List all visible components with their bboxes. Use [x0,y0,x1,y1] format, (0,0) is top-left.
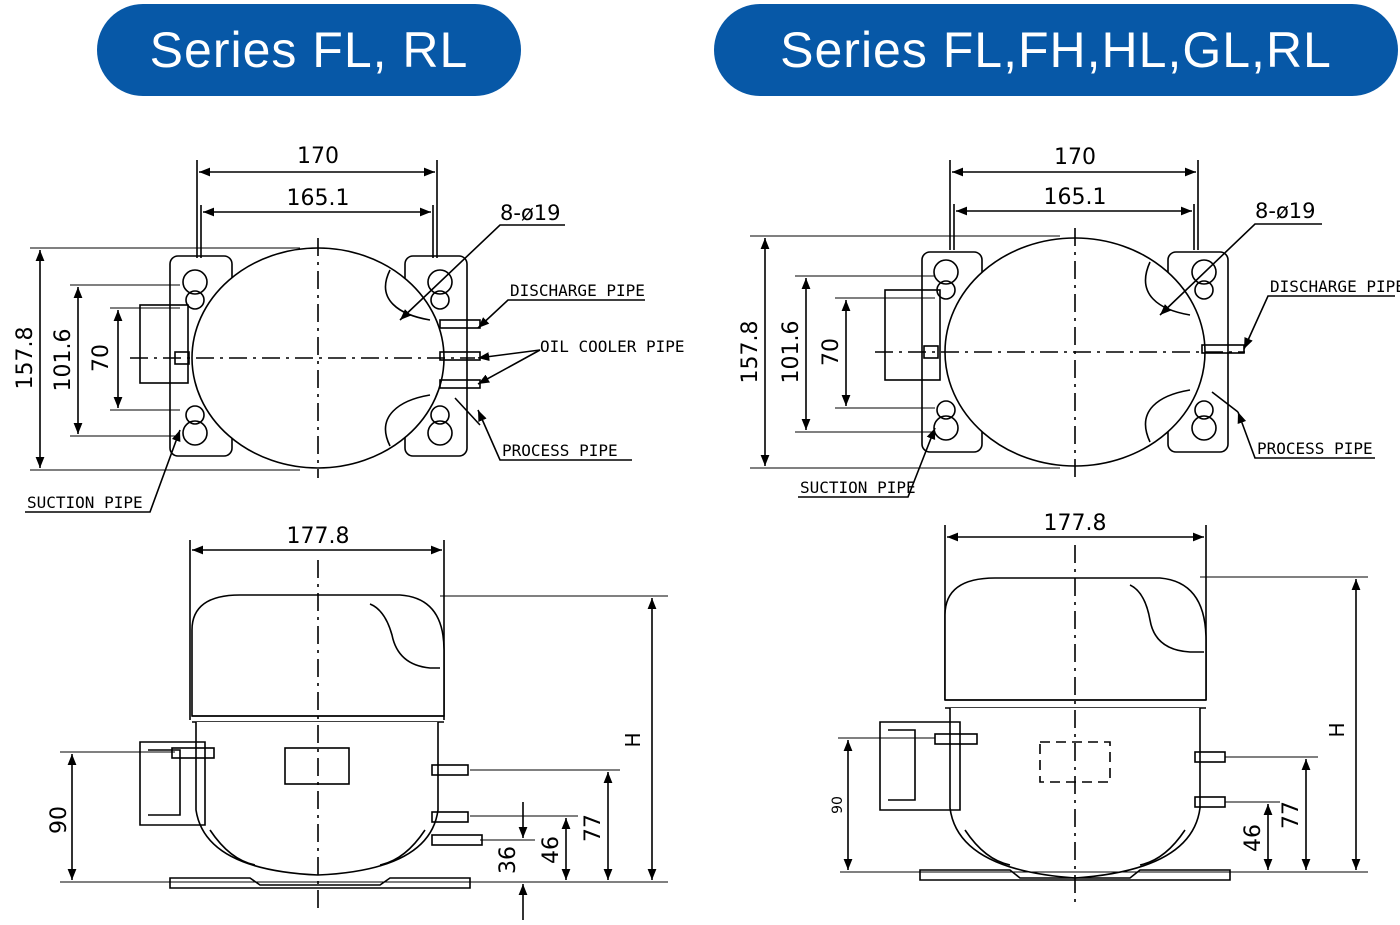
right-top-view [750,160,1395,498]
left-discharge-leader [477,299,645,329]
left-dim-hole: 8-ø19 [500,201,561,225]
left-dim-165: 165.1 [287,186,350,211]
right-dim-hole: 8-ø19 [1255,199,1316,223]
left-series-title: Series FL, RL [149,22,469,78]
right-series-title: Series FL,FH,HL,GL,RL [780,22,1332,78]
left-dim-36: 36 [496,846,521,874]
left-oil-leader-1 [477,349,541,362]
left-lower-body [195,722,439,876]
right-dome [944,577,1207,701]
left-label-process: PROCESS PIPE [502,441,618,460]
left-dim-h: H [621,732,645,747]
left-dim-90: 90 [47,806,72,834]
left-label-discharge: DISCHARGE PIPE [510,281,645,300]
left-dim-157: 157.8 [13,327,38,390]
left-labels: 170 165.1 8-ø19 157.8 101.6 70 DISCHARGE… [13,144,685,874]
right-label-suction: SUCTION PIPE [800,478,916,497]
right-dim-46: 46 [1241,824,1266,852]
left-hole-leader [399,224,565,321]
right-series-banner: Series FL,FH,HL,GL,RL [714,4,1398,96]
right-dim-h: H [1325,722,1349,737]
right-discharge-leader [1243,295,1395,350]
right-process-leader [1237,411,1375,459]
right-dim-177: 177.8 [1044,511,1107,536]
right-dim-90: 90 [830,796,846,814]
right-dim-77: 77 [1279,801,1304,829]
right-side-view [838,525,1368,905]
left-dim-177: 177.8 [287,524,350,549]
right-labels: 170 165.1 8-ø19 157.8 101.6 70 DISCHARGE… [738,145,1400,852]
left-oil-leader-2 [477,349,541,385]
left-top-view [25,160,645,513]
right-label-discharge: DISCHARGE PIPE [1270,277,1400,296]
left-dim-70: 70 [89,344,114,372]
left-series-banner: Series FL, RL [97,4,521,96]
left-dim-170: 170 [297,144,339,169]
left-label-oil: OIL COOLER PIPE [540,337,685,356]
left-process-leader [477,409,632,461]
left-suction-leader [25,429,181,513]
left-dim-46: 46 [539,836,564,864]
left-dim-101: 101.6 [51,329,76,392]
right-dim-101: 101.6 [779,321,804,384]
right-hole-leader [1159,223,1322,316]
right-suction-leader [798,427,936,498]
right-dim-165: 165.1 [1044,185,1107,210]
left-dome [191,594,445,717]
right-dim-70: 70 [819,338,844,366]
left-label-suction: SUCTION PIPE [27,493,143,512]
right-dim-157: 157.8 [738,321,763,384]
right-dim-170: 170 [1054,145,1096,170]
right-label-process: PROCESS PIPE [1257,439,1373,458]
left-dim-77: 77 [581,814,606,842]
left-side-view [60,540,668,920]
